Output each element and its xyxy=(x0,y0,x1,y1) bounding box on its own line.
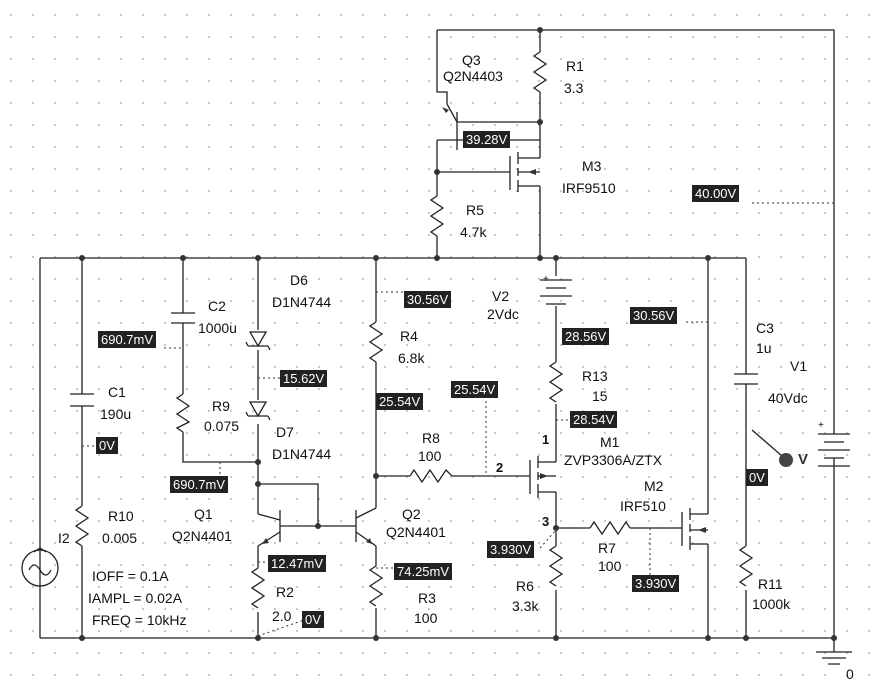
d7-ref: D7 xyxy=(276,424,294,440)
r11-value: 1000k xyxy=(752,596,791,612)
q2-ref: Q2 xyxy=(402,506,421,522)
voltage-marker-supply[interactable]: 40.00V xyxy=(692,185,740,202)
q3-ref: Q3 xyxy=(462,52,481,68)
voltage-marker-q1-base[interactable]: 690.7mV xyxy=(170,476,229,493)
m2-ref: M2 xyxy=(644,478,664,494)
r8-value: 100 xyxy=(418,448,442,464)
q1-part: Q2N4401 xyxy=(172,528,232,544)
q1-ref: Q1 xyxy=(194,506,213,522)
i2-ioff: IOFF = 0.1A xyxy=(92,568,169,584)
voltage-marker-c1[interactable]: 0V xyxy=(96,437,118,454)
voltage-marker-c2[interactable]: 690.7mV xyxy=(98,331,157,348)
voltage-marker-q1-emitter[interactable]: 12.47mV xyxy=(268,555,327,572)
r6-ref: R6 xyxy=(516,578,534,594)
voltage-marker-r4-top[interactable]: 30.56V xyxy=(404,291,452,308)
voltage-marker-v2-minus[interactable]: 28.56V xyxy=(562,328,610,345)
q3-part: Q2N4403 xyxy=(443,68,503,84)
q2-part: Q2N4401 xyxy=(386,524,446,540)
r1-ref: R1 xyxy=(566,58,584,74)
r7-ref: R7 xyxy=(598,540,616,556)
d6-ref: D6 xyxy=(290,272,308,288)
voltage-marker-m1-drain[interactable]: 28.54V xyxy=(570,411,618,428)
c1-ref: C1 xyxy=(108,384,126,400)
ground-label: 0 xyxy=(846,666,854,682)
c2-value: 1000u xyxy=(198,320,237,336)
r4-value: 6.8k xyxy=(398,350,425,366)
r8-ref: R8 xyxy=(422,430,440,446)
v1-ref: V1 xyxy=(790,358,808,374)
i2-freq: FREQ = 10kHz xyxy=(92,612,187,628)
voltage-probe-icon[interactable]: V xyxy=(798,451,809,468)
r3-value: 100 xyxy=(414,610,438,626)
voltage-marker-m2-drain[interactable]: 30.56V xyxy=(630,307,678,324)
d7-part: D1N4744 xyxy=(272,446,332,462)
voltage-marker-m1-gate[interactable]: 25.54V xyxy=(451,381,499,398)
voltage-marker-m2-gate[interactable]: 3.930V xyxy=(632,575,680,592)
r13-value: 15 xyxy=(592,388,608,404)
r10-ref: R10 xyxy=(108,508,134,524)
r6-value: 3.3k xyxy=(512,598,539,614)
v2-ref: V2 xyxy=(492,288,510,304)
m1-part: ZVP3306A/ZTX xyxy=(564,452,663,468)
r3-ref: R3 xyxy=(418,590,436,606)
m2-part: IRF510 xyxy=(620,498,666,514)
r2-ref: R2 xyxy=(276,584,294,600)
m1-pin-gate: 2 xyxy=(496,460,504,475)
c2-ref: C2 xyxy=(208,298,226,314)
v2-value: 2Vdc xyxy=(487,306,519,322)
voltage-marker-m1-source[interactable]: 3.930V xyxy=(487,541,535,558)
m3-part: IRF9510 xyxy=(562,180,616,196)
i2-ref: I2 xyxy=(58,530,70,546)
v1-plus-sign: + xyxy=(818,420,824,431)
v1-value: 40Vdc xyxy=(768,390,808,406)
r13-ref: R13 xyxy=(582,368,608,384)
r9-ref: R9 xyxy=(212,398,230,414)
voltage-marker-d6-d7[interactable]: 15.62V xyxy=(280,370,328,387)
voltage-marker-c3-bottom[interactable]: 0V xyxy=(746,469,768,486)
c1-value: 190u xyxy=(100,406,132,422)
c3-value: 1u xyxy=(756,340,772,356)
m1-ref: M1 xyxy=(600,434,620,450)
m1-pin-source: 3 xyxy=(542,514,550,529)
i2-iampl: IAMPL = 0.02A xyxy=(88,590,183,606)
r7-value: 100 xyxy=(598,558,622,574)
r5-ref: R5 xyxy=(466,202,484,218)
r11-ref: R11 xyxy=(758,576,783,592)
m3-ref: M3 xyxy=(582,158,602,174)
m1-pin-drain: 1 xyxy=(542,432,550,447)
c3-ref: C3 xyxy=(756,320,774,336)
voltage-marker-q3-base[interactable]: 39.28V xyxy=(463,131,511,148)
v2-plus-sign: + xyxy=(543,274,549,285)
r9-value: 0.075 xyxy=(204,418,240,434)
r4-ref: R4 xyxy=(400,328,418,344)
voltage-marker-q2-emitter[interactable]: 74.25mV xyxy=(394,563,453,580)
voltage-marker-r2-bottom[interactable]: 0V xyxy=(302,611,324,628)
voltage-marker-q2-collector[interactable]: 25.54V xyxy=(376,393,424,410)
r10-value: 0.005 xyxy=(102,530,138,546)
d6-part: D1N4744 xyxy=(272,294,332,310)
r5-value: 4.7k xyxy=(460,224,487,240)
r2-value: 2.0 xyxy=(272,608,292,624)
r1-value: 3.3 xyxy=(564,80,584,96)
